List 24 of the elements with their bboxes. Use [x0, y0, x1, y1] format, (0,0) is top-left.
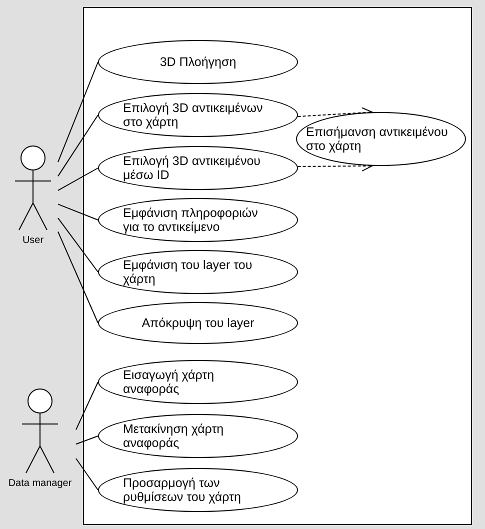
dashed-arrow [297, 107, 373, 118]
association-line [76, 382, 98, 430]
use-case-label: Επιλογή 3D αντικειμένου μέσω ID [123, 154, 262, 182]
use-case-label: Απόκρυψη του layer [142, 316, 254, 330]
use-case-label: Προσαρμογή των ρυθμίσεων του χάρτη [123, 476, 242, 504]
association-line [58, 168, 98, 191]
association-line [76, 458, 98, 490]
association-line [76, 436, 98, 445]
use-case-label: Εμφάνιση του layer του χάρτη [123, 258, 254, 286]
actor-label: Data manager [8, 478, 72, 489]
use-case-label: Εμφάνιση πληροφοριών για το αντικείμενο [123, 206, 259, 234]
use-case-label: 3D Πλοήγηση [160, 55, 236, 69]
use-case-label: Επιλογή 3D αντικειμένων στο χάρτη [123, 101, 264, 129]
use-case-label: Εισαγωγή χάρτη αναφοράς [123, 368, 216, 396]
association-line [58, 114, 98, 177]
use-case-ellipse [296, 112, 466, 166]
association-line [58, 204, 98, 220]
use-case-label: Επισήμανση αντικειμένου στο χάρτη [306, 125, 449, 153]
system-boundary [83, 7, 472, 525]
association-line [58, 218, 98, 272]
association-line [58, 62, 98, 163]
actor-label: User [22, 235, 44, 246]
association-line [58, 231, 98, 324]
use-case-label: Μετακίνηση χάρτη αναφοράς [123, 422, 225, 450]
